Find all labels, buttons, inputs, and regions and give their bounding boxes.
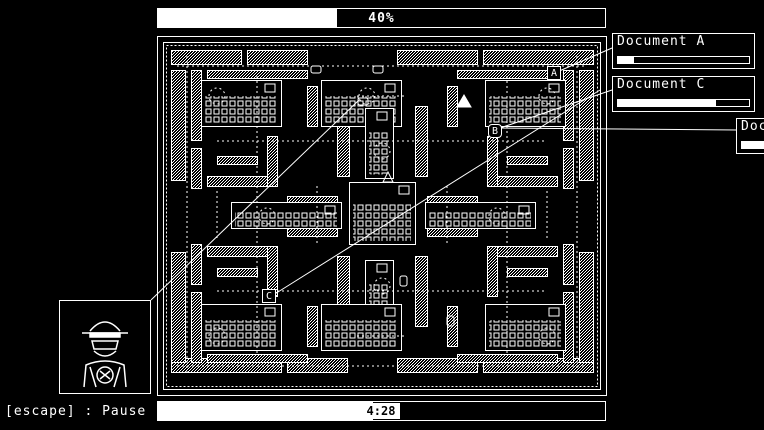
- maze-wall: [579, 252, 594, 363]
- building-icon: [425, 202, 536, 229]
- maze-wall: [487, 136, 498, 187]
- spy-portrait-icon: [82, 321, 128, 388]
- waypoint-circle: [208, 327, 226, 345]
- document-panel-b: Doc: [736, 118, 764, 154]
- maze-wall: [507, 268, 548, 277]
- maze-wall: [217, 156, 258, 165]
- maze-wall: [447, 306, 458, 347]
- maze-wall: [287, 228, 338, 237]
- maze-wall: [267, 136, 278, 187]
- maze-wall: [207, 354, 308, 363]
- maze-wall: [397, 50, 478, 65]
- guard-icon: [310, 65, 322, 74]
- maze-wall: [191, 148, 202, 189]
- document-panel-c: Document C: [612, 76, 755, 112]
- building-icon: [349, 182, 416, 245]
- maze-wall: [171, 252, 186, 363]
- document-progress-bar: [617, 56, 750, 64]
- building-icon: [321, 304, 402, 351]
- city-maze-map: [157, 36, 607, 396]
- progress-bar: 40%: [157, 8, 606, 28]
- maze-wall: [427, 228, 478, 237]
- waypoint-circle: [538, 327, 556, 345]
- building-icon: [365, 108, 394, 179]
- document-title: Document C: [617, 77, 706, 92]
- maze-wall: [307, 86, 318, 127]
- document-title: Doc: [741, 119, 764, 134]
- progress-label: 40%: [368, 10, 395, 26]
- maze-wall: [487, 246, 498, 297]
- progress-bar-fill: [158, 9, 337, 27]
- document-panel-a: Document A: [612, 33, 755, 69]
- maze-wall: [247, 50, 308, 65]
- waypoint-circle: [208, 87, 226, 105]
- maze-wall: [447, 86, 458, 127]
- maze-wall: [207, 176, 268, 187]
- marker-b: B: [488, 124, 502, 138]
- maze-wall: [191, 244, 202, 285]
- document-marker-icon: B: [491, 125, 499, 137]
- timer-label: 4:28: [362, 403, 400, 419]
- document-marker-icon: A: [550, 67, 558, 79]
- marker-a: A: [547, 66, 561, 80]
- timer-bar-fill: [158, 402, 373, 420]
- maze-wall: [191, 70, 202, 141]
- document-title: Document A: [617, 34, 706, 49]
- maze-wall: [507, 156, 548, 165]
- maze-wall: [563, 148, 574, 189]
- marker-c: C: [262, 289, 276, 303]
- guard-icon: [372, 65, 384, 74]
- agent-portrait: [59, 300, 151, 394]
- maze-wall: [457, 354, 558, 363]
- maze-wall: [563, 244, 574, 285]
- maze-wall: [171, 70, 186, 181]
- maze-wall: [207, 70, 308, 79]
- document-progress-bar: [741, 141, 764, 149]
- guard-icon: [446, 315, 455, 327]
- building-icon: [485, 304, 566, 351]
- maze-wall: [171, 50, 242, 65]
- maze-wall: [579, 70, 594, 181]
- document-marker-icon: C: [265, 290, 273, 302]
- building-icon: [231, 202, 342, 229]
- maze-wall: [217, 268, 258, 277]
- maze-wall: [307, 306, 318, 347]
- maze-wall: [191, 292, 202, 363]
- building-icon: [485, 80, 566, 127]
- document-progress-bar: [617, 99, 750, 107]
- pause-hint: [escape] : Pause: [5, 404, 147, 419]
- maze-wall: [207, 246, 268, 257]
- building-icon: [201, 304, 282, 351]
